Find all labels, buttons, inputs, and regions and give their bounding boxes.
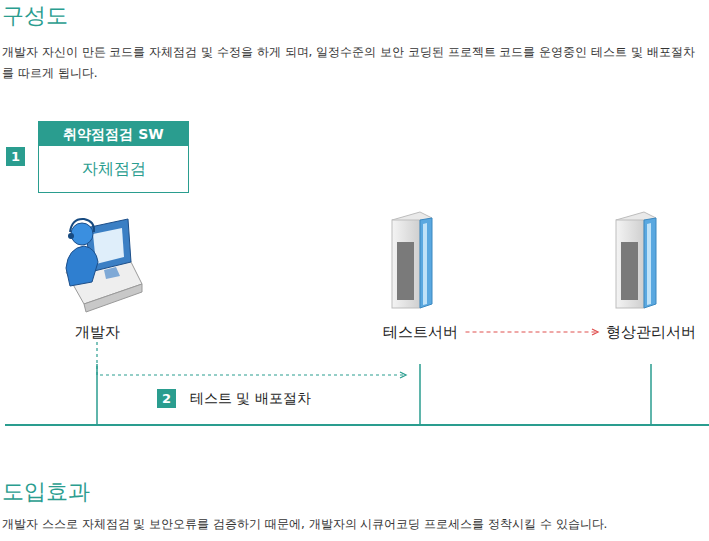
timeline-line [419,364,421,425]
actor-label: 개발자 [73,322,122,342]
server-front [616,220,644,308]
callout-number: 2 [157,389,176,408]
section-title: 도입효과 [2,478,90,506]
node-label: 개발자 [73,322,122,342]
timeline-line [650,364,652,425]
server-side [420,218,432,308]
developer-icon [66,219,142,312]
node-label: 테스트서버 [381,322,460,342]
server-stripe [423,223,427,305]
callout-number: 1 [6,147,25,166]
server-label: 테스트서버 [381,322,460,342]
flow-arrow [97,342,406,375]
effect-text: 개발자 스스로 자체점검 및 보안오류를 검증하기 때문에, 개발자의 시큐어코… [2,514,706,535]
headset-ear [68,233,74,239]
node-label: 형상관리서버 [604,322,698,342]
headset [70,219,94,232]
description-text: 개발자 자신이 만든 코드를 자체점검 및 수정을 하게 되며, 일정수준의 보… [2,42,706,84]
tool-box: 취약점점검 SW자체점검 [38,121,189,193]
server-panel [621,242,638,300]
flow-arrow [466,331,599,332]
section-title: 구성도 [2,2,68,30]
person-head [71,223,93,245]
divider-line [5,424,709,426]
server-icon [616,212,656,308]
monitor-stand [104,267,120,279]
server-stripe [647,223,651,305]
server-panel [397,242,414,300]
edge-label: 테스트 및 배포절차 [188,389,313,408]
box-header: 취약점점검 SW [39,122,188,146]
server-label: 형상관리서버 [604,322,698,342]
server-side [644,218,656,308]
desk-edge [84,284,142,312]
box-body: 자체점검 [39,146,188,192]
server-front [392,220,420,308]
person-body [66,246,98,286]
server-icon [392,212,432,308]
